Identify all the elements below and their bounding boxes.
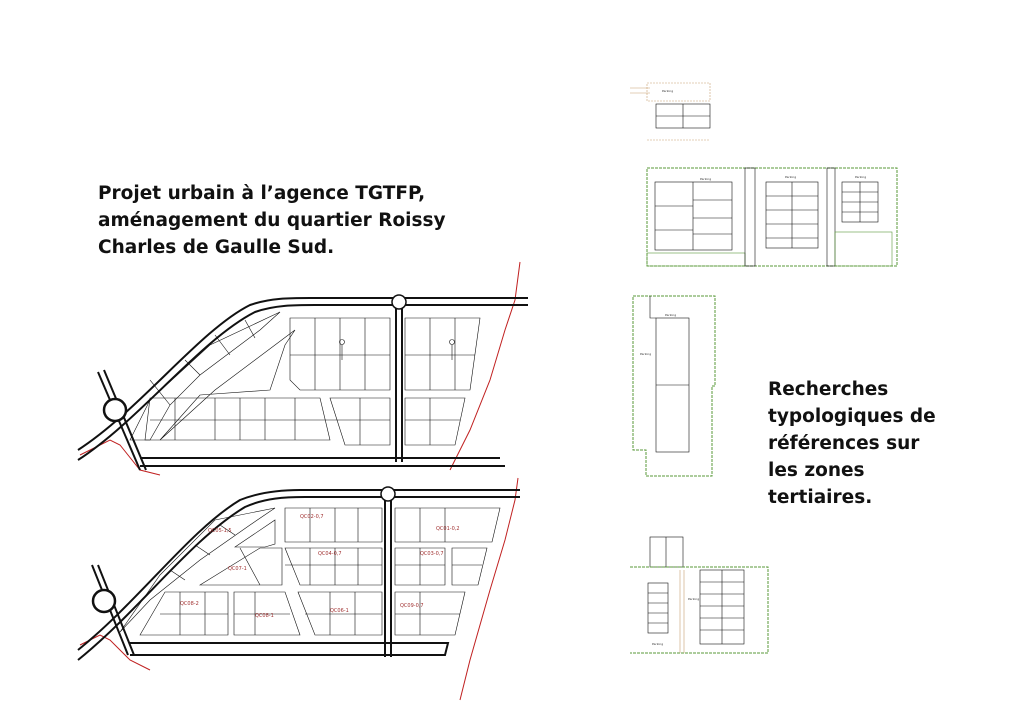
parking-label: Parking <box>785 175 796 179</box>
lot-label: QC06-1 <box>330 608 349 614</box>
parking-label: Parking <box>640 352 651 356</box>
parking-label: Parking <box>855 175 866 179</box>
typology-plan-2: Parking Parking Parking <box>646 167 898 267</box>
lot-label: QC07-1 <box>228 566 247 572</box>
parking-label: Parking <box>662 89 673 93</box>
parking-label: Parking <box>700 177 711 181</box>
urban-plan-bottom-lots: QC05-1,5 QC02-0,7 QC01-0,2 QC07-1 QC04-0… <box>77 477 520 701</box>
lot-label: QC09-0,7 <box>400 603 424 609</box>
lot-label: QC03-0,7 <box>420 551 444 557</box>
lot-label: QC04-0,7 <box>318 551 342 557</box>
parking-label: Parking <box>665 313 676 317</box>
project-title: Projet urbain à l’agence TGTFP, aménagem… <box>98 183 446 258</box>
typology-plan-4: Parking Parking <box>630 536 769 654</box>
lot-label: QC02-0,7 <box>300 514 324 520</box>
lot-label: QC08-2 <box>180 601 199 607</box>
lot-label: QC01-0,2 <box>436 526 460 532</box>
lot-label: QC05-1,5 <box>208 528 232 534</box>
parking-label: Parking <box>688 597 699 601</box>
lot-label: QC08-1 <box>255 613 274 619</box>
parking-label: Parking <box>652 642 663 646</box>
typology-plan-1: Parking <box>630 82 711 141</box>
typology-plan-3: Parking Parking <box>632 295 716 477</box>
urban-plan-top <box>77 261 528 476</box>
research-caption: Recherches typologiques de références su… <box>768 379 936 508</box>
